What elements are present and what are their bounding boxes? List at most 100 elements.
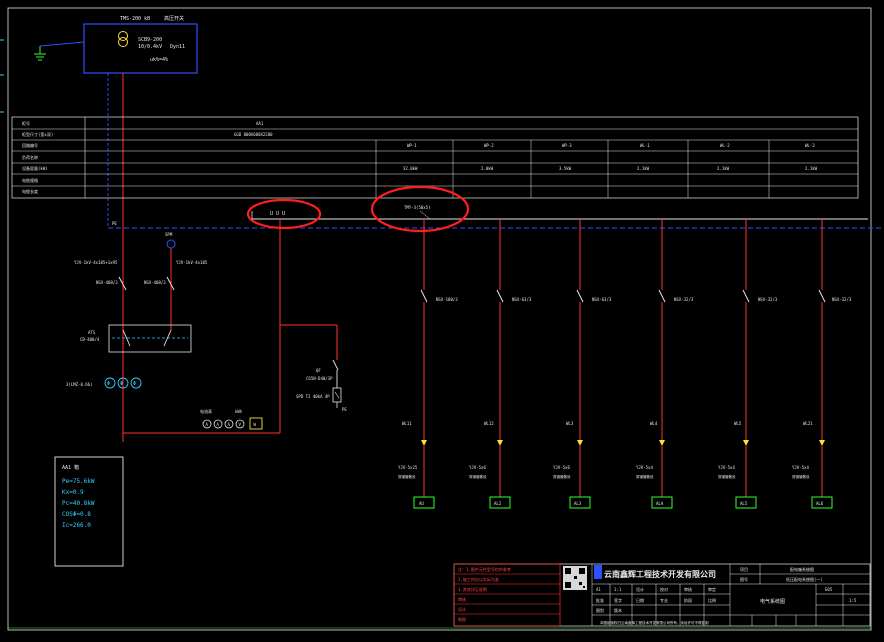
panel-id-cell: AA1 bbox=[256, 121, 264, 126]
transformer-winding-bottom-icon bbox=[118, 37, 128, 47]
feeder-4-box bbox=[735, 496, 757, 509]
feeder-3-arrow-icon bbox=[659, 440, 665, 446]
feeder-1-cable: YJV-5x6 bbox=[469, 465, 486, 470]
sheet-scale: 1:5 bbox=[849, 598, 857, 603]
grid-cell-4: 审核 bbox=[684, 586, 692, 592]
feeder-5-cable-no: WL21 bbox=[803, 421, 813, 426]
ct-label: 3(LMZ-0.66) bbox=[66, 382, 93, 387]
feeder-5: NSX-32/3 WL21 YJV-5x4 穿钢管敷设 AL6 bbox=[792, 219, 852, 509]
calc-line-0: Pe=75.6kW bbox=[62, 478, 95, 485]
calc-title: AA1 箱 bbox=[62, 464, 79, 471]
circuit-table: 柜号 柜型尺寸(宽x深) 回路编号 负荷名称 设备容量(kW) 电缆规格 电缆长… bbox=[11, 116, 859, 199]
ammeter-c-icon bbox=[224, 419, 234, 429]
energy-meter-text: W bbox=[254, 422, 257, 427]
row-header-6: 电缆长度 bbox=[22, 188, 38, 194]
highlight-ellipse-busbar bbox=[246, 198, 322, 230]
power-meter-label: SPM bbox=[165, 232, 173, 237]
meter-symbol-0: A bbox=[206, 422, 209, 427]
spd-ground-label: PE bbox=[342, 407, 347, 412]
grid-cell-12: 图别 bbox=[596, 607, 604, 613]
transformer-uk: uk%=4% bbox=[150, 57, 168, 63]
title-note-3: 审核 bbox=[458, 596, 466, 602]
drawing-name: 电气系统图 bbox=[760, 598, 785, 605]
circuit-power-0: 32.0kW bbox=[403, 166, 418, 171]
row-header-1: 柜型尺寸(宽x深) bbox=[22, 131, 53, 137]
title-note-1: 2.施工时应以实际为准 bbox=[458, 576, 499, 582]
feeder-4-cable-no: WL5 bbox=[734, 421, 742, 426]
circuit-no-5: WL-3 bbox=[805, 143, 815, 148]
feeder-2-cable-no: WL3 bbox=[566, 421, 574, 426]
grid-cell-5: 审定 bbox=[708, 586, 716, 592]
title-note-5: 制图 bbox=[458, 616, 466, 622]
title-header-2: 图号 bbox=[740, 576, 748, 582]
feeder-2: NSX-63/3 WL3 YJV-5x6 穿钢管敷设 AL3 bbox=[553, 219, 612, 509]
left-cable-label: YJV-1kV-4x185+1x95 bbox=[74, 260, 118, 265]
company-name: 云南鑫辉工程技术开发有限公司 bbox=[604, 569, 716, 579]
feeder-0-breaker: NSX-100/3 bbox=[436, 297, 458, 302]
row-header-2: 回路编号 bbox=[22, 142, 38, 148]
feeder-5-breaker-icon bbox=[818, 289, 826, 303]
ct-glyph-0: Φ bbox=[107, 381, 110, 387]
grid-cell-10: 阶段 bbox=[684, 597, 692, 603]
feeder-2-cable: YJV-5x6 bbox=[553, 465, 570, 470]
circuit-power-1: 2.0kW bbox=[481, 166, 494, 171]
calc-line-4: Ic=266.0 bbox=[62, 522, 91, 529]
feeder-2-box-label: AL3 bbox=[574, 501, 582, 506]
pe-bus-label: PE bbox=[112, 221, 117, 226]
feeder-0-box-label: AU bbox=[419, 501, 424, 506]
grid-cell-6: 批准 bbox=[596, 597, 604, 603]
title-header-1: 配电箱系统图 bbox=[790, 566, 814, 572]
grid-cell-11: 比例 bbox=[708, 597, 716, 603]
feeder-0-cable: YJV-5x25 bbox=[398, 465, 418, 470]
feeder-1-breaker-icon bbox=[496, 289, 504, 303]
title-footer: 本图纸版权归云南鑫辉工程技术开发有限公司所有，未经许可不得复制 bbox=[600, 620, 709, 625]
feeder-0-cable-no: WL11 bbox=[402, 421, 412, 426]
feeder-3-box-label: ALA bbox=[656, 501, 664, 506]
feeder-3-breaker-icon bbox=[658, 289, 666, 303]
current-transformers-icon bbox=[104, 377, 142, 389]
feeder-3-breaker: NSX-32/3 bbox=[674, 297, 694, 302]
row-header-4: 设备容量(kW) bbox=[22, 165, 48, 171]
ct-glyph-2: Φ bbox=[133, 381, 136, 387]
circuit-power-2: 3.5kW bbox=[559, 166, 572, 171]
feeder-1-arrow-icon bbox=[497, 440, 503, 446]
feeder-0: NSX-100/3 WL11 YJV-5x25 穿钢管敷设 AU bbox=[398, 219, 458, 509]
feeder-4-breaker-icon bbox=[742, 289, 750, 303]
feeder-5-cable: YJV-5x4 bbox=[792, 465, 809, 470]
ct-glyph-1: Φ bbox=[120, 381, 123, 387]
ground-icon bbox=[34, 46, 46, 61]
feeder-1-breaker: NSX-63/3 bbox=[512, 297, 532, 302]
feeder-5-box bbox=[811, 496, 833, 509]
busbar-phase-label: U U U bbox=[270, 211, 285, 217]
circuit-no-0: WP-1 bbox=[407, 143, 417, 148]
feeder-3-cable-no: WL4 bbox=[650, 421, 658, 426]
feeder-3: NSX-32/3 WL4 YJV-5x4 穿钢管敷设 ALA bbox=[636, 219, 694, 509]
grid-cell-9: 专业 bbox=[660, 597, 668, 603]
ammeter-b-icon bbox=[213, 419, 223, 429]
feeder-4-breaker: NSX-32/3 bbox=[758, 297, 778, 302]
feeder-1: NSX-63/3 WL12 YJV-5x6 穿钢管敷设 AL2 bbox=[469, 219, 532, 509]
sheet-no: E05 bbox=[825, 587, 833, 592]
meters-kwh-label: kWh bbox=[235, 409, 243, 414]
ats-label: ATS bbox=[88, 330, 96, 335]
feeder-0-breaker-icon bbox=[420, 289, 428, 303]
calc-line-3: COSΦ=0.8 bbox=[62, 511, 91, 518]
grid-cell-2: 设计 bbox=[636, 586, 644, 592]
grid-cell-7: 签字 bbox=[614, 597, 622, 603]
panel-size-cell: GGD 800X600X2200 bbox=[234, 132, 273, 137]
feeder-5-box-label: AL6 bbox=[816, 501, 824, 506]
feeder-3-cable-len: 穿钢管敷设 bbox=[636, 474, 654, 479]
spd-breaker-icon bbox=[332, 359, 339, 371]
load-calc-box: AA1 箱 Pe=75.6kW Kx=0.9 Pc=40.8kW COSΦ=0.… bbox=[54, 456, 124, 567]
transformer-block: TMS-200 kB 高压开关 SCB9-200 10/0.4kV Dyn11 … bbox=[83, 15, 198, 74]
feeder-1-box-label: AL2 bbox=[494, 501, 502, 506]
grid-cell-3: 校对 bbox=[660, 586, 668, 592]
right-breaker-icon bbox=[166, 276, 175, 291]
company-logo-icon bbox=[594, 565, 602, 579]
voltmeter-icon bbox=[235, 419, 245, 429]
meter-symbol-2: A bbox=[228, 422, 231, 427]
circuit-power-3: 2.1kW bbox=[637, 166, 650, 171]
circuit-no-2: WP-3 bbox=[562, 143, 572, 148]
title-header-3: 低压配电系统图(一) bbox=[786, 576, 823, 582]
grid-cell-1: 1:1 bbox=[614, 587, 622, 592]
